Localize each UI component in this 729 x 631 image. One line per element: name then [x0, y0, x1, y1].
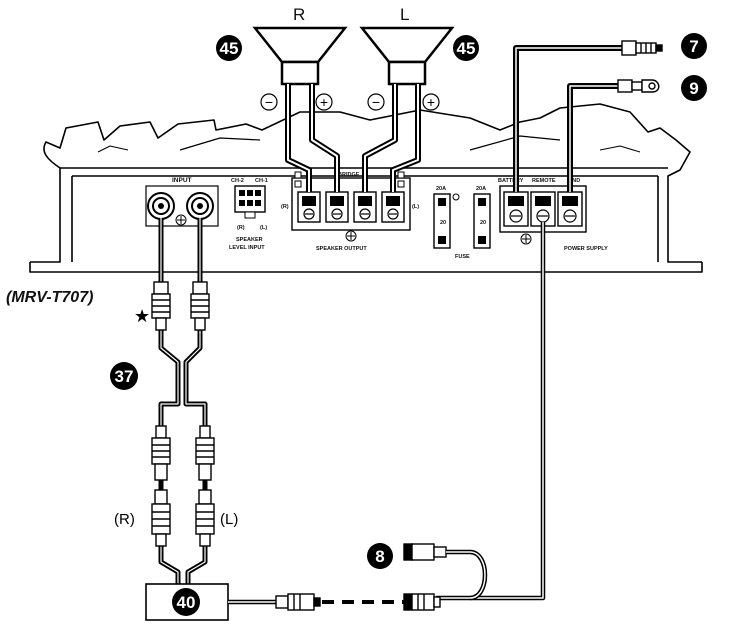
power-supply-label: POWER SUPPLY	[564, 246, 608, 252]
speaker-wires-inner	[287, 84, 419, 192]
source-unit: 40	[145, 583, 229, 621]
bridge-label: BRIDGE	[338, 172, 360, 178]
sli-label-line1: SPEAKER	[236, 237, 263, 243]
ground-callout-number: 9	[689, 79, 698, 98]
input-label: INPUT	[172, 177, 192, 184]
speaker-right-label: R	[293, 5, 305, 24]
fuse-holders	[433, 193, 491, 249]
rca-input-jacks	[145, 185, 219, 227]
polarity-right-plus: +	[315, 93, 333, 111]
gnd-label: GND	[568, 178, 580, 184]
remote-harness-branch	[446, 549, 488, 601]
sli-r-label: (R)	[237, 225, 245, 231]
fuse1-rating: 20A	[436, 186, 446, 192]
sli-l-label: (L)	[260, 225, 267, 231]
sli-ch2-label: CH-2	[231, 178, 244, 184]
speaker-output-r-label: (R)	[281, 204, 289, 210]
remote-callout-number: 8	[375, 547, 384, 566]
amplifier-heatsink	[29, 103, 703, 273]
battery-callout-number: 7	[689, 37, 698, 56]
speaker-left-label: L	[400, 5, 409, 24]
speaker-left-callout: 45	[453, 35, 479, 61]
rca-plugs-bottom	[151, 489, 215, 547]
fuse2-rating: 20A	[476, 186, 486, 192]
model-label: (MRV-T707)	[6, 289, 93, 306]
speaker-right-callout-number: 45	[220, 39, 239, 58]
rca-plugs-middle	[151, 425, 215, 481]
fuse2-value: 20	[480, 220, 486, 226]
ground-lug-connector	[617, 79, 660, 93]
rca-cable-callout: 37	[110, 362, 138, 390]
speaker-output-l-label: (L)	[412, 204, 419, 210]
source-callout-number: 40	[177, 593, 196, 612]
speaker-level-input-connector	[234, 185, 266, 219]
polarity-left-plus-symbol: +	[427, 94, 435, 110]
rca-r-label: (R)	[114, 511, 135, 528]
sli-ch1-label: CH-1	[255, 178, 268, 184]
rca-plugs-top	[151, 281, 210, 331]
polarity-left-plus: +	[422, 93, 440, 111]
ground-wire	[567, 83, 618, 192]
polarity-right-minus-symbol: −	[265, 94, 273, 110]
remote-label: REMOTE	[532, 178, 556, 184]
ground-callout: 9	[681, 75, 707, 101]
source-remote-connector	[275, 593, 321, 611]
battery-wire	[513, 45, 622, 192]
speaker-right	[252, 26, 348, 86]
rca-l-label: (L)	[220, 511, 238, 528]
polarity-right-plus-symbol: +	[320, 94, 328, 110]
speaker-right-callout: 45	[216, 35, 242, 61]
speaker-output-label: SPEAKER OUTPUT	[316, 246, 367, 252]
sli-label-line2: LEVEL INPUT	[229, 245, 265, 251]
battery-ring-connector	[621, 40, 663, 56]
speaker-left-callout-number: 45	[457, 39, 476, 58]
rca-cable-callout-number: 37	[115, 367, 134, 386]
polarity-left-minus-symbol: −	[372, 94, 380, 110]
speaker-left	[359, 26, 455, 86]
battery-callout: 7	[681, 33, 707, 59]
remote-callout: 8	[367, 543, 393, 569]
polarity-left-minus: −	[367, 93, 385, 111]
remote-wire	[436, 222, 546, 601]
rca-cable	[158, 218, 208, 584]
fuse-label: FUSE	[455, 254, 470, 260]
battery-label: BATTERY	[498, 178, 524, 184]
remote-harness-connectors	[403, 543, 447, 611]
fuse1-value: 20	[440, 220, 446, 226]
star-marker: ★	[134, 306, 150, 326]
polarity-right-minus: −	[260, 93, 278, 111]
